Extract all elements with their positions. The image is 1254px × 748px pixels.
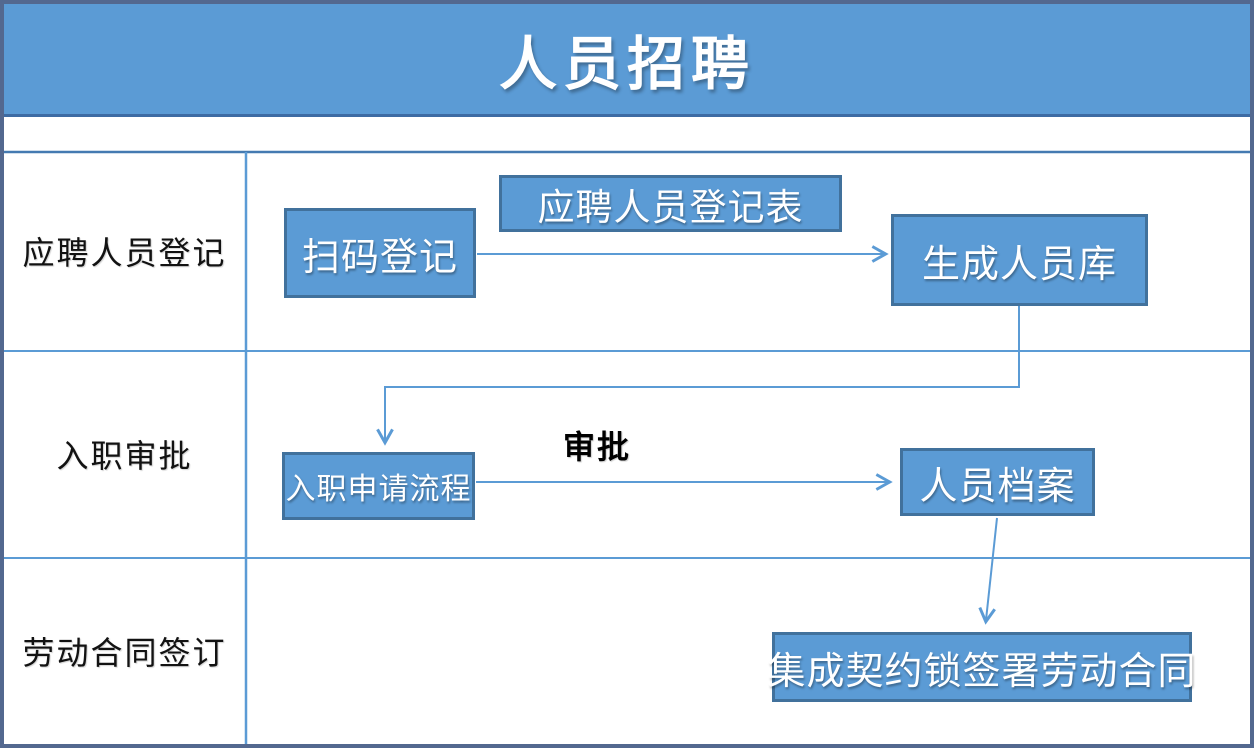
lane-label-onboarding-approval: 入职审批: [56, 437, 193, 474]
node-registration-form: 应聘人员登记表: [499, 175, 842, 232]
connector-pool-to-onboarding: [376, 306, 1020, 446]
node-scan-register: 扫码登记: [284, 208, 476, 298]
lane-label-labor-contract-signing: 劳动合同签订: [22, 634, 227, 671]
edge-label-approval: 审批: [562, 429, 631, 465]
lane-label-applicant-registration: 应聘人员登记: [22, 234, 227, 271]
node-generate-personnel-pool: 生成人员库: [891, 214, 1148, 306]
node-onboarding-application-flow: 入职申请流程: [282, 452, 475, 520]
node-sign-labor-contract: 集成契约锁签署劳动合同: [768, 632, 1196, 702]
diagram-title: 人员招聘: [498, 32, 755, 97]
node-personnel-file: 人员档案: [900, 448, 1095, 516]
diagram-header: 人员招聘: [4, 4, 1250, 117]
connector-file-to-contract: [978, 517, 998, 625]
connectors: [376, 245, 1020, 625]
